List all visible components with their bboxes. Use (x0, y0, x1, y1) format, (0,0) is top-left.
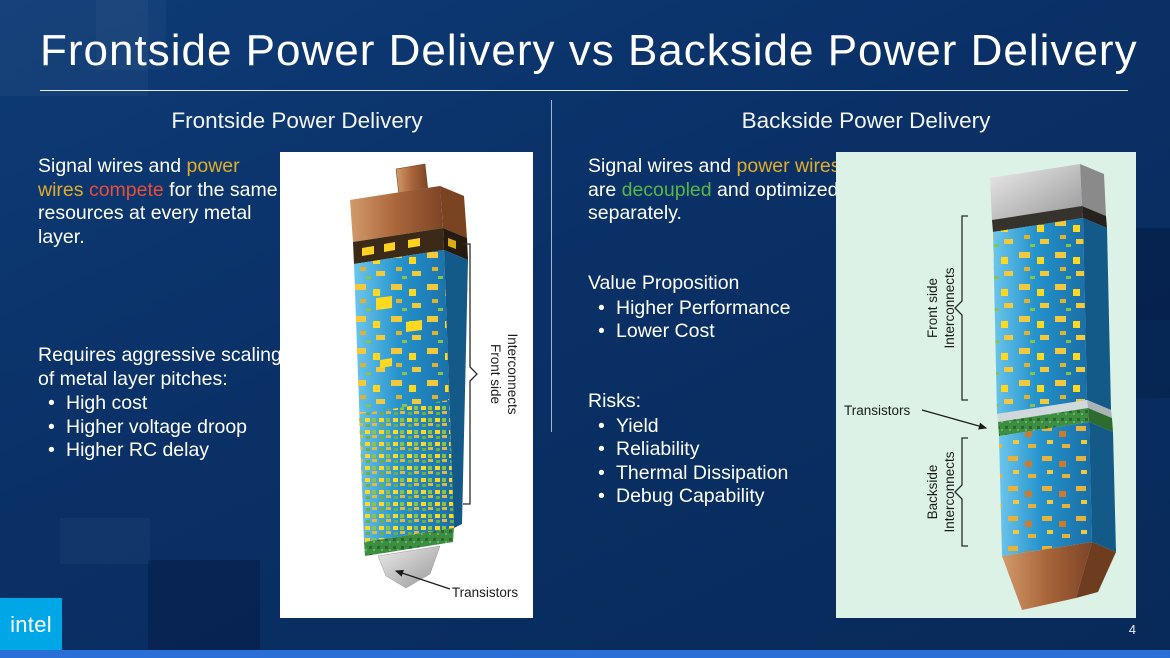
transistor-band (998, 408, 1089, 436)
backside-fig-frontside-label-line1: Front side (925, 278, 940, 338)
pad (362, 246, 374, 256)
chip-cap-side (440, 186, 467, 238)
backside-fig-backside-label-line2: Interconnects (942, 451, 957, 532)
metal-block (376, 296, 392, 310)
backside-metal-stack-side (1089, 422, 1116, 552)
chip-dark-band (353, 228, 444, 264)
frontside-metal-layers (993, 218, 1087, 414)
intel-logo-text: intel (10, 612, 52, 637)
backside-chip-illustration: Front side Interconnects Transistors Bac… (844, 164, 1116, 610)
slide-title: Frontside Power Delivery vs Backside Pow… (40, 26, 1138, 75)
intro-text-segment: for the same resources at every metal la… (38, 178, 278, 248)
intro-text-segment: Signal wires and (588, 155, 737, 177)
power-wires-highlight: power wires (38, 155, 240, 201)
intro-text-segment: are (588, 178, 622, 201)
bullet-rc-delay: Higher RC delay (38, 439, 300, 463)
page-number: 4 (1128, 622, 1136, 637)
frontside-interconnects-label-line1: Front side (488, 344, 503, 404)
backside-heading: Backside Power Delivery (741, 108, 991, 133)
frontside-requires-block: Requires aggressive scaling of metal lay… (38, 344, 300, 463)
intel-logo: intel (0, 598, 62, 652)
lower-metal-layers (359, 400, 454, 542)
pad (448, 238, 456, 249)
bullet-voltage-droop: Higher voltage droop (38, 416, 300, 440)
backside-metal-layers (999, 422, 1092, 556)
interconnects-bracket (463, 243, 478, 505)
frontside-chip (350, 163, 468, 589)
backside-chip (990, 164, 1116, 610)
bullet-debug-capability: Debug Capability (588, 485, 880, 509)
carrier-cap-side (1080, 164, 1106, 216)
backside-figure-panel: Front side Interconnects Transistors Bac… (836, 152, 1136, 618)
frontside-intro-paragraph: Signal wires and power wires compete for… (38, 155, 288, 249)
compete-highlight: compete (88, 178, 164, 201)
frontside-transistors-label: Transistors (452, 585, 519, 600)
substrate-tip (377, 545, 441, 589)
copper-base-front (1002, 542, 1092, 610)
backside-interconnects-bracket (954, 437, 968, 547)
bullet-yield: Yield (588, 415, 880, 439)
backside-fig-frontside-label-line2: Interconnects (942, 267, 957, 348)
bullet-reliability: Reliability (588, 438, 880, 462)
intro-text-segment: and optimized separately. (588, 178, 839, 225)
value-proposition-block: Value Proposition Higher Performance Low… (588, 272, 880, 344)
thin-light-band-side (1087, 400, 1112, 418)
frontside-bullet-list: High cost Higher voltage droop Higher RC… (38, 392, 300, 463)
frontside-heading: Frontside Power Delivery (171, 108, 423, 133)
backside-fig-transistors-label: Transistors (844, 403, 911, 418)
backside-fig-backside-label-line1: Backside (925, 465, 940, 520)
bullet-thermal-dissipation: Thermal Dissipation (588, 462, 880, 486)
transistors-arrow (921, 409, 988, 430)
title-divider-line (40, 90, 1128, 91)
column-divider-line (551, 100, 552, 432)
bottom-accent-bar (0, 650, 1170, 658)
frontside-chip-illustration: Front side Interconnects Transistors (350, 163, 520, 600)
power-wires-highlight: power wires (736, 155, 841, 177)
intro-text-segment: Signal wires and (38, 155, 187, 177)
backside-intro-paragraph: Signal wires and power wires are decoupl… (588, 155, 856, 226)
risks-heading: Risks: (588, 390, 642, 412)
bond-band-side (1082, 206, 1107, 228)
pad (384, 242, 395, 252)
frontside-requires-text: Requires aggressive scaling of metal lay… (38, 344, 282, 390)
decoupled-highlight: decoupled (621, 178, 712, 201)
bullet-higher-performance: Higher Performance (588, 297, 880, 321)
transistors-arrow (394, 569, 451, 590)
thin-light-band (997, 400, 1088, 422)
carrier-cap-front (990, 164, 1082, 220)
frontside-metal-stack-side (1083, 218, 1111, 410)
frontside-interconnects-bracket (954, 215, 968, 401)
value-proposition-list: Higher Performance Lower Cost (588, 297, 880, 344)
bullet-high-cost: High cost (38, 392, 300, 416)
copper-base-side (1076, 542, 1116, 598)
metal-block (406, 320, 422, 332)
background-decoration (60, 518, 150, 564)
bond-band (992, 206, 1083, 232)
frontside-interconnects-label-line2: Interconnects (505, 333, 520, 414)
value-proposition-heading: Value Proposition (588, 272, 740, 294)
chip-cap-front (350, 186, 443, 242)
pad (408, 238, 420, 248)
upper-metal-layers (354, 250, 449, 414)
background-decoration (148, 560, 260, 658)
chip-metal-stack-side (444, 250, 468, 528)
transistor-band-side (1088, 408, 1113, 432)
transistor-band (364, 528, 454, 556)
frontside-figure-panel: Front side Interconnects Transistors (280, 152, 533, 618)
metal-block (380, 358, 392, 368)
bullet-lower-cost: Lower Cost (588, 320, 880, 344)
risks-block: Risks: Yield Reliability Thermal Dissipa… (588, 390, 880, 509)
risks-list: Yield Reliability Thermal Dissipation De… (588, 415, 880, 509)
